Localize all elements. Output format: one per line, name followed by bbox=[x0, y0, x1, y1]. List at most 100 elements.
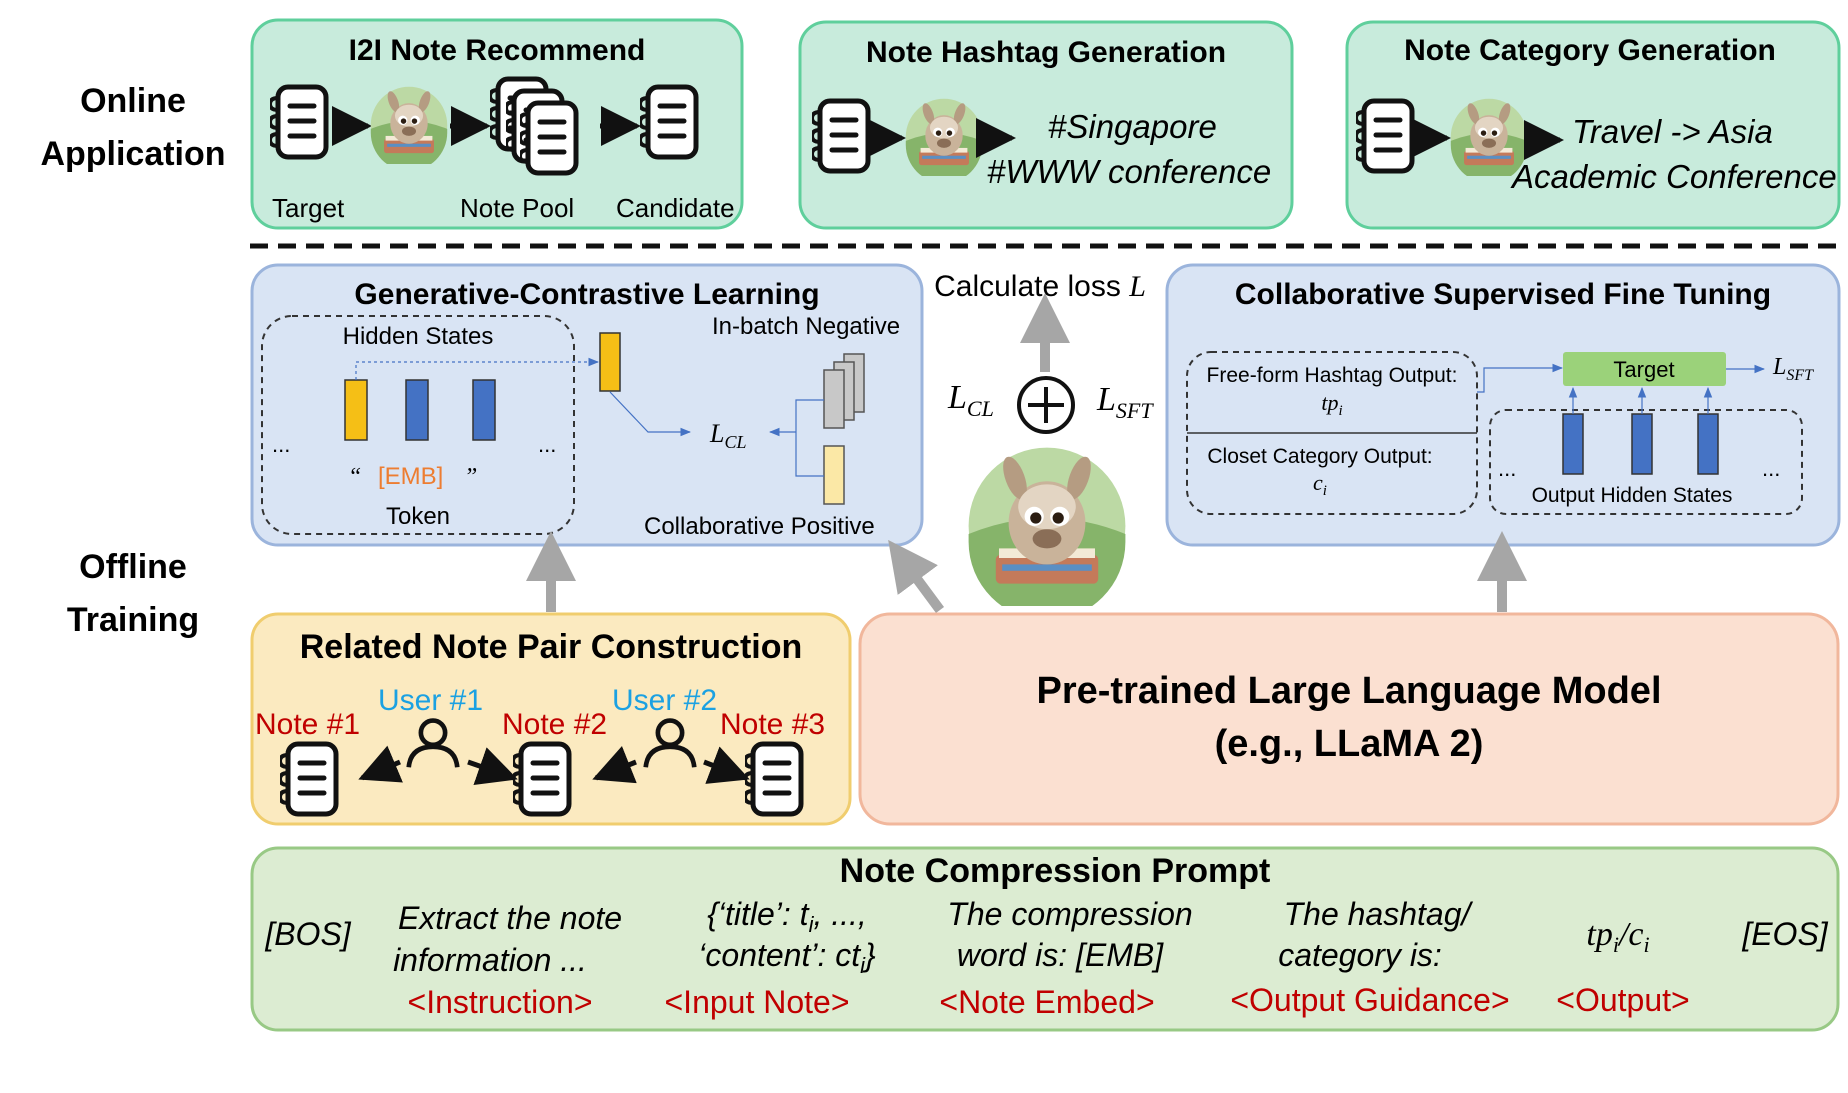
inbatch-negative-label: In-batch Negative bbox=[712, 313, 900, 340]
output-hidden-box bbox=[1489, 409, 1803, 515]
candidate-note-icon bbox=[640, 87, 696, 157]
embed-line-1: The compression bbox=[947, 896, 1192, 932]
note2-icon bbox=[513, 744, 569, 814]
note-pool-icon-3 bbox=[520, 103, 576, 173]
offline-label: Offline bbox=[79, 548, 187, 586]
gcl-lcl-label: LCL bbox=[709, 419, 747, 452]
ncp-title: Note Compression Prompt bbox=[840, 852, 1271, 890]
calculate-loss-label: Calculate loss L bbox=[934, 270, 1146, 303]
llm-to-gcl-arrow bbox=[888, 539, 945, 613]
hashtag-panel: Note Hashtag Generation #Singapore #WWW … bbox=[798, 20, 1294, 230]
llm-panel: Pre-trained Large Language Model (e.g., … bbox=[858, 612, 1840, 826]
gcl-title: Generative-Contrastive Learning bbox=[354, 278, 819, 311]
category-output-2: Academic Conference bbox=[1510, 158, 1837, 195]
llm-line-1: Pre-trained Large Language Model bbox=[1037, 670, 1662, 712]
selected-embedding-bar bbox=[599, 332, 621, 392]
ncp-panel: Note Compression Prompt [BOS] [EOS] Extr… bbox=[250, 846, 1840, 1032]
guidance-line-2: category is: bbox=[1278, 937, 1442, 973]
output-type-box bbox=[1186, 351, 1478, 515]
category-panel: Note Category Generation Travel -> Asia … bbox=[1345, 20, 1841, 230]
center-lcl-label: LCL bbox=[947, 379, 994, 421]
llama-icon bbox=[905, 98, 983, 176]
user2-label: User #2 bbox=[612, 684, 717, 717]
instruction-line-1: Extract the note bbox=[398, 900, 622, 936]
user1-label: User #1 bbox=[378, 684, 483, 717]
i2i-notepool-label: Note Pool bbox=[460, 193, 574, 223]
instruction-tag: <Instruction> bbox=[408, 984, 593, 1020]
i2i-title: I2I Note Recommend bbox=[349, 34, 646, 67]
online-label-2: Application bbox=[40, 135, 225, 173]
emb-to-lcl-arrow bbox=[609, 391, 692, 437]
note1-label: Note #1 bbox=[255, 708, 360, 741]
csft-dots-left: ... bbox=[1498, 456, 1516, 481]
output-hidden-label: Output Hidden States bbox=[1532, 484, 1733, 507]
csft-dots-right: ... bbox=[1762, 456, 1780, 481]
emb-hidden-bar bbox=[344, 379, 368, 441]
hashtag-output-2: #WWW conference bbox=[987, 153, 1271, 190]
output-value: tpi/ci bbox=[1586, 916, 1649, 957]
csft-title: Collaborative Supervised Fine Tuning bbox=[1235, 278, 1771, 311]
online-label: Online bbox=[80, 82, 186, 120]
note-embed-tag: <Note Embed> bbox=[939, 984, 1154, 1020]
i2i-candidate-label: Candidate bbox=[616, 193, 735, 223]
guidance-line-1: The hashtag/ bbox=[1284, 896, 1474, 932]
target-note-icon bbox=[270, 87, 326, 157]
note1-icon bbox=[280, 744, 336, 814]
center-lsft-label: LSFT bbox=[1096, 381, 1154, 423]
hashtag-title: Note Hashtag Generation bbox=[866, 36, 1226, 69]
llama-icon bbox=[370, 86, 448, 164]
rnp-title: Related Note Pair Construction bbox=[300, 628, 803, 666]
hidden-bar-2 bbox=[405, 379, 429, 441]
negative-bar-3 bbox=[823, 369, 845, 429]
llm-line-2: (e.g., LLaMA 2) bbox=[1215, 723, 1484, 765]
note3-label: Note #3 bbox=[720, 708, 825, 741]
free-form-label: Free-form Hashtag Output: bbox=[1207, 364, 1458, 387]
output-guidance-tag: <Output Guidance> bbox=[1230, 982, 1509, 1018]
instruction-line-2: information ... bbox=[393, 942, 587, 978]
csft-panel: Collaborative Supervised Fine Tuning Fre… bbox=[1165, 263, 1841, 547]
input-line-2: ‘content’: cti} bbox=[698, 937, 876, 978]
input-note-tag: <Input Note> bbox=[664, 984, 849, 1020]
eos-token: [EOS] bbox=[1741, 916, 1828, 952]
dots-right: ... bbox=[538, 432, 556, 457]
emb-connector bbox=[355, 357, 600, 380]
category-note-icon bbox=[1356, 101, 1412, 171]
llama-icon bbox=[968, 447, 1126, 606]
category-output-1: Travel -> Asia bbox=[1572, 113, 1773, 150]
target-box bbox=[1563, 352, 1726, 386]
dots-left: ... bbox=[272, 432, 290, 457]
output-bar-1 bbox=[1562, 413, 1584, 475]
output-to-target-arrow bbox=[1477, 363, 1564, 393]
gcl-panel: Generative-Contrastive Learning Hidden S… bbox=[250, 263, 924, 547]
center-loss: Calculate loss L LCL LSFT bbox=[934, 270, 1154, 606]
offline-label-2: Training bbox=[67, 601, 199, 639]
input-line-1: {‘title’: ti, ..., bbox=[707, 896, 867, 937]
tp-label: tpi bbox=[1321, 390, 1342, 419]
positive-bar bbox=[823, 445, 845, 505]
category-title: Note Category Generation bbox=[1404, 34, 1776, 67]
hidden-states-label: Hidden States bbox=[343, 323, 494, 350]
i2i-target-label: Target bbox=[272, 193, 345, 223]
bos-token: [BOS] bbox=[264, 916, 351, 952]
note3-icon bbox=[745, 744, 801, 814]
closet-label: Closet Category Output: bbox=[1207, 445, 1432, 468]
c-label: ci bbox=[1313, 470, 1327, 499]
rnp-panel: Related Note Pair Construction User #1 U… bbox=[250, 612, 852, 826]
i2i-panel: I2I Note Recommend Target Note Pool Cand… bbox=[250, 18, 744, 230]
open-quote: “ bbox=[348, 464, 361, 490]
pos-neg-bracket bbox=[770, 399, 824, 477]
output-tag: <Output> bbox=[1556, 982, 1689, 1018]
emb-token: [EMB] bbox=[378, 463, 443, 490]
embed-line-2: word is: [EMB] bbox=[957, 937, 1164, 973]
output-bar-3 bbox=[1697, 413, 1719, 475]
csft-lsft-label: LSFT bbox=[1772, 354, 1814, 384]
collaborative-positive-label: Collaborative Positive bbox=[644, 513, 875, 540]
hashtag-output-1: #Singapore bbox=[1048, 108, 1217, 145]
close-quote: ” bbox=[464, 464, 477, 490]
hashtag-note-icon bbox=[812, 101, 868, 171]
output-bar-2 bbox=[1631, 413, 1653, 475]
note2-label: Note #2 bbox=[502, 708, 607, 741]
target-label: Target bbox=[1613, 357, 1674, 382]
hidden-bar-3 bbox=[472, 379, 496, 441]
